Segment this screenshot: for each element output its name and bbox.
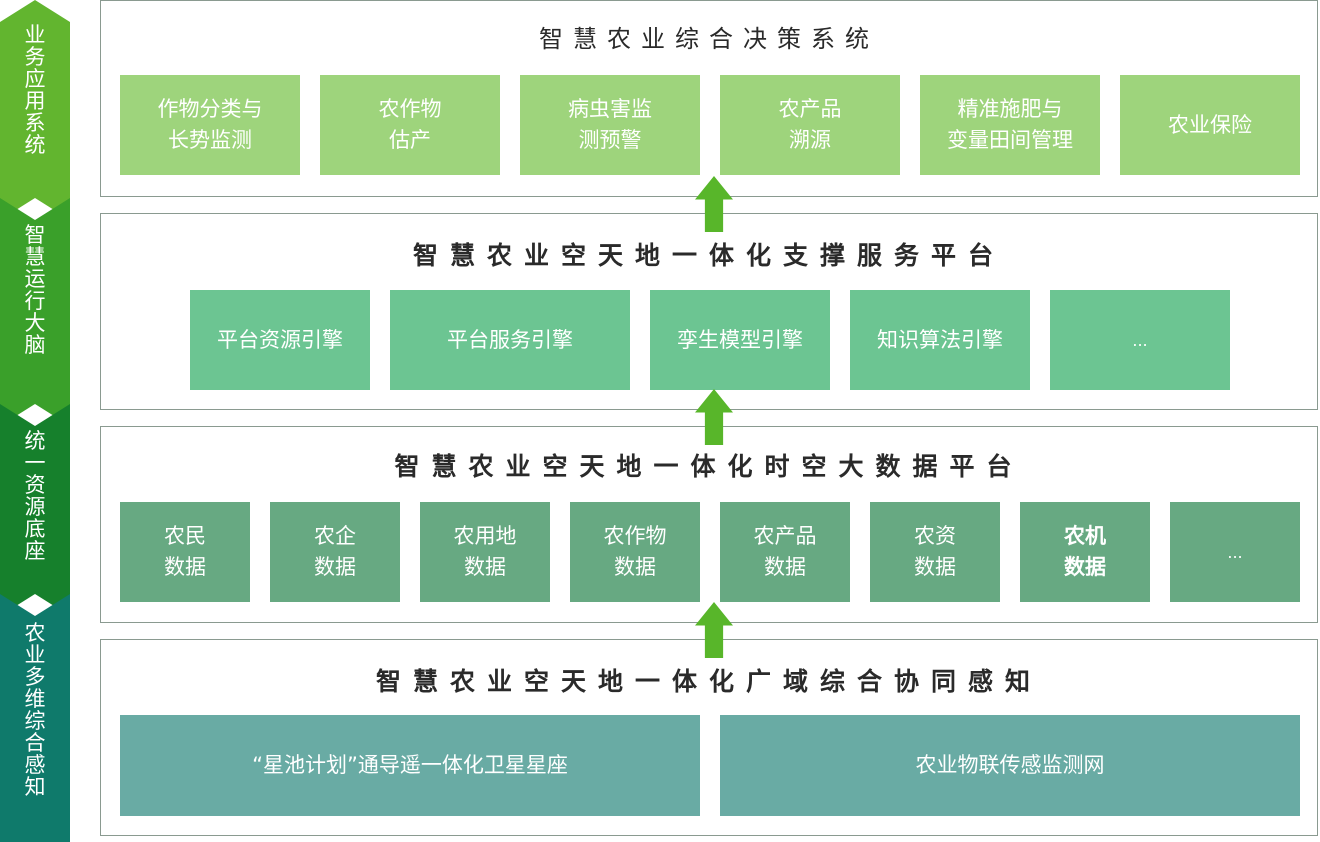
data-crops: 农作物数据 — [570, 502, 700, 602]
layer-title: 智慧农业综合决策系统 — [539, 25, 879, 53]
module-label: 溯源 — [789, 128, 831, 152]
layer-decision-system: 智慧农业综合决策系统 作物分类与长势监测 农作物估产 病虫害监测预警 农产品溯源… — [100, 0, 1318, 197]
module-label: 病虫害监 — [568, 97, 652, 121]
stage-business-application: 业 务 应 用 系 统 — [0, 0, 70, 220]
module-label: 孪生模型引擎 — [677, 327, 803, 352]
module-resource-engine: 平台资源引擎 — [190, 290, 370, 390]
layer-big-data-platform: 智慧农业空天地一体化时空大数据平台 农民数据 农企数据 农用地数据 农作物数据 … — [100, 426, 1318, 623]
stage-label-char: 慧 — [24, 245, 46, 269]
stage-label-char: 底 — [24, 517, 46, 541]
stage-unified-resource-base: 统 一 资 源 底 座 — [0, 404, 70, 616]
stage-label-char: 业 — [24, 643, 46, 667]
module-yield-estimation: 农作物估产 — [320, 75, 500, 175]
module-label: 数据 — [914, 555, 956, 579]
module-label: 农用地 — [453, 524, 517, 548]
stage-label-char: 务 — [24, 45, 46, 69]
module-label: 农资 — [914, 524, 956, 548]
module-label: 农作物 — [378, 97, 442, 121]
module-label: 测预警 — [578, 128, 642, 152]
layer-title: 智慧农业空天地一体化广域综合协同感知 — [375, 667, 1042, 696]
stage-label-char: 应 — [24, 67, 46, 91]
module-label: 数据 — [614, 555, 656, 579]
module-label: ... — [1132, 330, 1148, 350]
module-label: 农机 — [1064, 524, 1106, 548]
module-label: 农作物 — [603, 524, 667, 548]
module-label: 农业保险 — [1168, 112, 1252, 137]
module-label: 平台服务引擎 — [447, 327, 573, 352]
layer-title: 智慧农业空天地一体化支撑服务平台 — [412, 241, 1005, 270]
data-agri-machinery: 农机数据 — [1020, 502, 1150, 602]
module-agri-insurance: 农业保险 — [1120, 75, 1300, 175]
data-farmland: 农用地数据 — [420, 502, 550, 602]
stage-label-char: 多 — [24, 665, 46, 689]
stage-label-char: 农 — [24, 621, 46, 645]
module-label: 数据 — [464, 555, 506, 579]
module-pest-warning: 病虫害监测预警 — [520, 75, 700, 175]
data-agri-products: 农产品数据 — [720, 502, 850, 602]
module-label: 数据 — [314, 555, 356, 579]
stage-label-char: 源 — [24, 495, 46, 519]
stage-label-char: 维 — [24, 687, 46, 711]
stage-label-char: 统 — [24, 133, 46, 157]
module-knowledge-algorithm-engine: 知识算法引擎 — [850, 290, 1030, 390]
module-crop-classification: 作物分类与长势监测 — [120, 75, 300, 175]
module-label: 数据 — [164, 555, 206, 579]
stage-label-char: 运 — [24, 267, 46, 291]
stage-label-char: 合 — [24, 731, 46, 755]
stage-label-char: 资 — [24, 473, 46, 497]
module-label: 估产 — [389, 128, 431, 152]
module-label: 农业物联传感监测网 — [915, 753, 1105, 777]
stage-label-char: 脑 — [24, 333, 46, 357]
stage-label-char: 座 — [24, 539, 46, 563]
module-label: 作物分类与 — [157, 97, 263, 121]
module-label: 长势监测 — [168, 128, 252, 152]
stage-label-char: 一 — [24, 451, 46, 475]
module-label: ... — [1227, 542, 1243, 562]
stage-label-char: 大 — [24, 311, 46, 335]
module-more: ... — [1050, 290, 1230, 390]
stage-label-char: 综 — [24, 709, 46, 733]
module-label: 农民 — [164, 524, 206, 548]
module-label: 精准施肥与 — [957, 97, 1063, 121]
satellite-constellation: “星池计划”通导遥一体化卫星星座 — [120, 715, 700, 816]
data-agri-enterprises: 农企数据 — [270, 502, 400, 602]
data-farmers: 农民数据 — [120, 502, 250, 602]
stage-label-char: 业 — [24, 23, 46, 47]
stage-multidimensional-sensing: 农 业 多 维 综 合 感 知 — [0, 594, 70, 842]
module-service-engine: 平台服务引擎 — [390, 290, 630, 390]
layer-sensing: 智慧农业空天地一体化广域综合协同感知 “星池计划”通导遥一体化卫星星座 农业物联… — [100, 639, 1318, 836]
module-label: 知识算法引擎 — [877, 327, 1003, 352]
stage-label-char: 统 — [24, 429, 46, 453]
module-label: 农企 — [314, 524, 356, 548]
data-more: ... — [1170, 502, 1300, 602]
stage-label-char: 系 — [24, 111, 46, 135]
data-agri-supplies: 农资数据 — [870, 502, 1000, 602]
stage-smart-brain: 智 慧 运 行 大 脑 — [0, 198, 70, 426]
module-label: “星池计划”通导遥一体化卫星星座 — [252, 753, 568, 777]
module-label: 农产品 — [778, 97, 842, 121]
stage-label-char: 行 — [24, 289, 46, 313]
module-label: 平台资源引擎 — [217, 327, 343, 352]
layer-title: 智慧农业空天地一体化时空大数据平台 — [394, 452, 1024, 481]
iot-sensor-network: 农业物联传感监测网 — [720, 715, 1300, 816]
module-label: 变量田间管理 — [947, 128, 1073, 152]
module-twin-model-engine: 孪生模型引擎 — [650, 290, 830, 390]
module-precision-fertilization: 精准施肥与变量田间管理 — [920, 75, 1100, 175]
layer-support-platform: 智慧农业空天地一体化支撑服务平台 平台资源引擎 平台服务引擎 孪生模型引擎 知识… — [100, 213, 1318, 410]
stage-label-char: 感 — [24, 753, 46, 777]
stage-label-char: 用 — [24, 89, 46, 113]
module-label: 数据 — [764, 555, 806, 579]
module-label: 农产品 — [753, 524, 817, 548]
stage-label-char: 智 — [24, 223, 46, 247]
module-label: 数据 — [1064, 555, 1106, 579]
module-product-traceability: 农产品溯源 — [720, 75, 900, 175]
stage-label-char: 知 — [24, 775, 46, 799]
